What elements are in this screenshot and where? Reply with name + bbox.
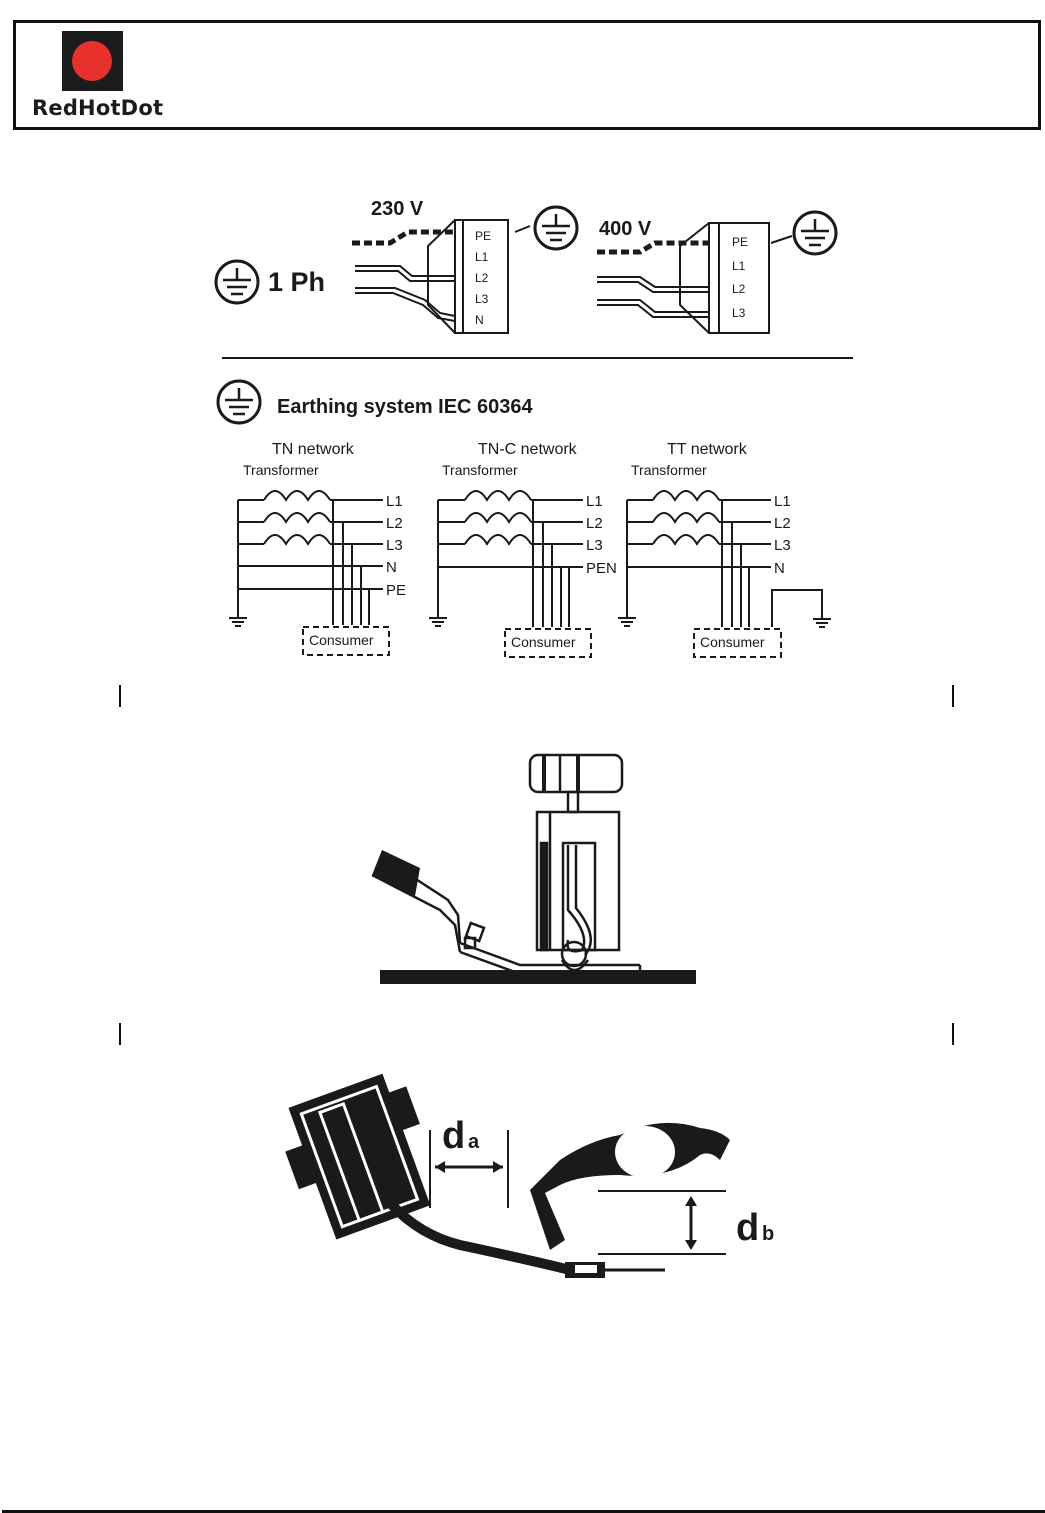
terminal-label: L1 [475,250,489,264]
line-label: L2 [774,515,791,532]
terminal-label: PE [732,235,748,249]
terminal-label: L2 [732,282,746,296]
line-label: N [386,559,397,576]
line-label: L1 [586,493,603,510]
ground-icon [428,611,448,627]
crop-mark [952,1023,954,1045]
terminal-label: L2 [475,271,489,285]
earth-symbol-icon [216,379,262,425]
network-name: TN network [272,441,355,458]
earth-symbol-icon [214,259,260,305]
earth-clamp-illustration [371,753,696,984]
red-dot-icon [72,41,112,81]
terminal-label: L3 [475,292,489,306]
hand-eye-figure [530,1122,730,1250]
distance-illustration: d a d b [285,1073,774,1278]
wiring-figure: 1 Ph 230 V PE L1 L2 L3 N 400 V PE L1 L2 [214,198,853,658]
tn-c-network-diagram: TN-C network Transformer L1 L2 L3 PEN Co… [428,441,617,658]
single-phase-label: 1 Ph [268,267,325,297]
crop-mark [952,685,954,707]
work-surface [380,970,696,984]
line-label: L2 [586,515,603,532]
terminal-block-400v [597,222,793,334]
ground-icon [617,611,637,627]
tn-network-diagram: TN network Transformer L1 L2 L3 N PE Con… [228,441,406,656]
line-label: L3 [774,537,791,554]
ground-icon [812,612,832,628]
crop-mark [119,685,121,707]
terminal-label: L1 [732,259,746,273]
tt-network-diagram: TT network Transformer L1 L2 L3 N Consum… [617,441,832,658]
header-frame [13,20,1041,130]
terminal-label: N [475,313,484,327]
consumer-label: Consumer [511,634,576,650]
line-label: L1 [774,493,791,510]
crop-mark [119,1023,121,1045]
distance-b-subscript: b [762,1223,774,1245]
transformer-label: Transformer [243,462,319,478]
ground-icon [228,611,248,627]
line-label: PE [386,582,406,599]
network-name: TT network [667,441,748,458]
distance-a-subscript: a [468,1131,480,1153]
transformer-label: Transformer [631,462,707,478]
terminal-labels-400v: PE L1 L2 L3 [732,235,748,320]
terminal-label: PE [475,229,491,243]
earth-symbol-icon [533,205,579,251]
line-label: L1 [386,493,403,510]
distance-b-label: d [736,1207,759,1249]
earth-symbol-icon [792,210,838,256]
footer-rule [2,1510,1045,1513]
line-label: N [774,560,785,577]
logo-icon [62,31,123,91]
terminal-label: L3 [732,306,746,320]
consumer-label: Consumer [700,634,765,650]
transformer-label: Transformer [442,462,518,478]
line-label: L3 [586,537,603,554]
line-label: PEN [586,560,617,577]
distance-a-label: d [442,1115,465,1157]
network-name: TN-C network [478,441,578,458]
logo-text: RedHotDot [32,96,164,120]
terminal-block-230v [352,219,531,334]
voltage-230-label: 230 V [371,198,424,220]
terminal-labels-230v: PE L1 L2 L3 N [475,229,491,327]
consumer-label: Consumer [309,632,374,648]
line-label: L3 [386,537,403,554]
voltage-400-label: 400 V [599,218,652,240]
line-label: L2 [386,515,403,532]
earthing-title: Earthing system IEC 60364 [277,396,534,418]
